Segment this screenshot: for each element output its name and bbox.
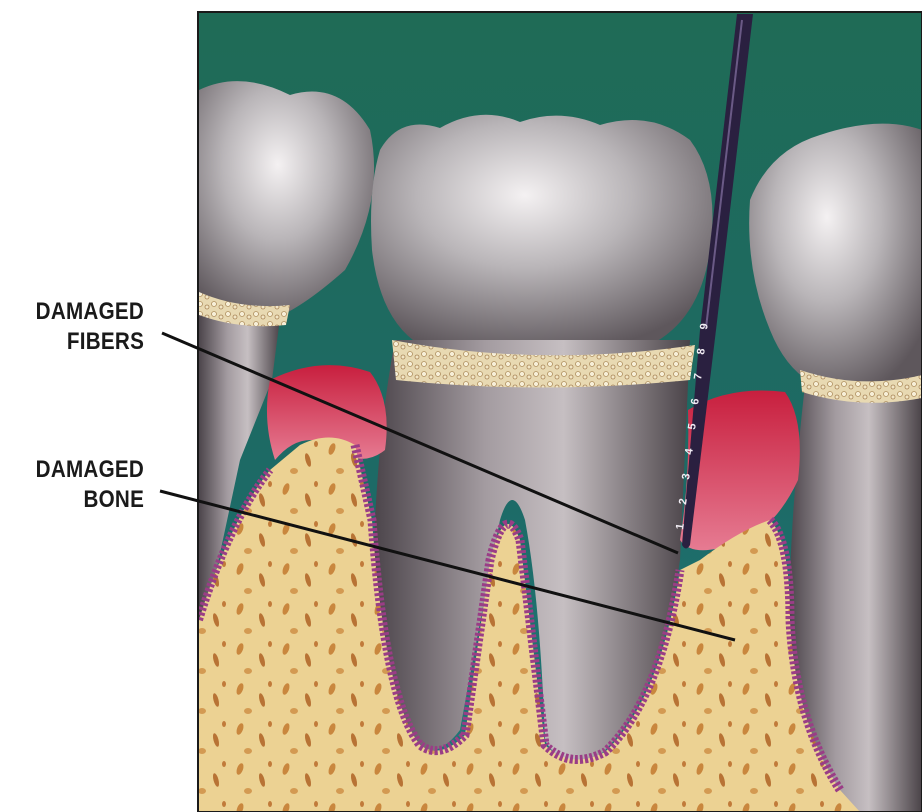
label-damaged-fibers: DAMAGED FIBERS	[36, 297, 144, 357]
label-bone-line2: BONE	[36, 485, 144, 515]
label-damaged-bone: DAMAGED BONE	[36, 455, 144, 515]
label-fibers-line2: FIBERS	[36, 327, 144, 357]
label-fibers-line1: DAMAGED	[36, 297, 144, 327]
label-bone-line1: DAMAGED	[36, 455, 144, 485]
